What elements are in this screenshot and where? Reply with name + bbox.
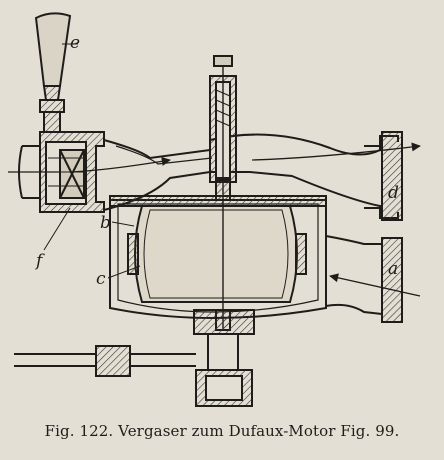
inlet-a	[325, 235, 403, 323]
label-a: a	[388, 259, 398, 279]
label-c: c	[96, 269, 106, 289]
airflow-arrows	[8, 142, 421, 297]
needle-valve	[209, 55, 237, 331]
outlet-d	[364, 131, 403, 221]
label-b: b	[100, 213, 111, 233]
label-d: d	[388, 183, 399, 203]
lever-handle	[34, 12, 72, 133]
float-b	[127, 205, 307, 303]
leader-lines	[43, 43, 141, 279]
label-e: e	[70, 33, 80, 53]
fuel-inlet-fitting	[14, 309, 255, 407]
label-f: f	[34, 251, 45, 271]
figure-caption: Fig. 122. Vergaser zum Dufaux-Motor Fig.…	[44, 422, 400, 440]
